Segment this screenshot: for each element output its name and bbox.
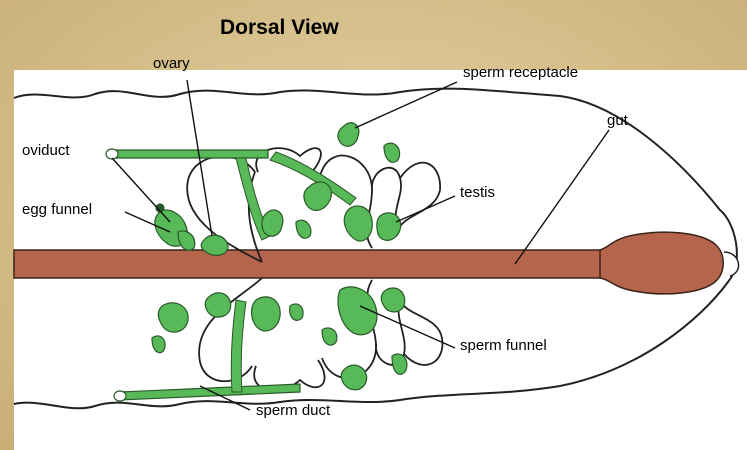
label-ovary: ovary — [153, 55, 190, 72]
label-egg-funnel: egg funnel — [22, 201, 92, 218]
diagram-title: Dorsal View — [220, 16, 339, 39]
label-sperm-receptacle: sperm receptacle — [463, 64, 578, 81]
label-sperm-duct: sperm duct — [256, 402, 331, 419]
label-testis: testis — [460, 184, 495, 201]
label-gut: gut — [607, 112, 629, 129]
label-oviduct: oviduct — [22, 142, 70, 159]
label-sperm-funnel: sperm funnel — [460, 337, 547, 354]
